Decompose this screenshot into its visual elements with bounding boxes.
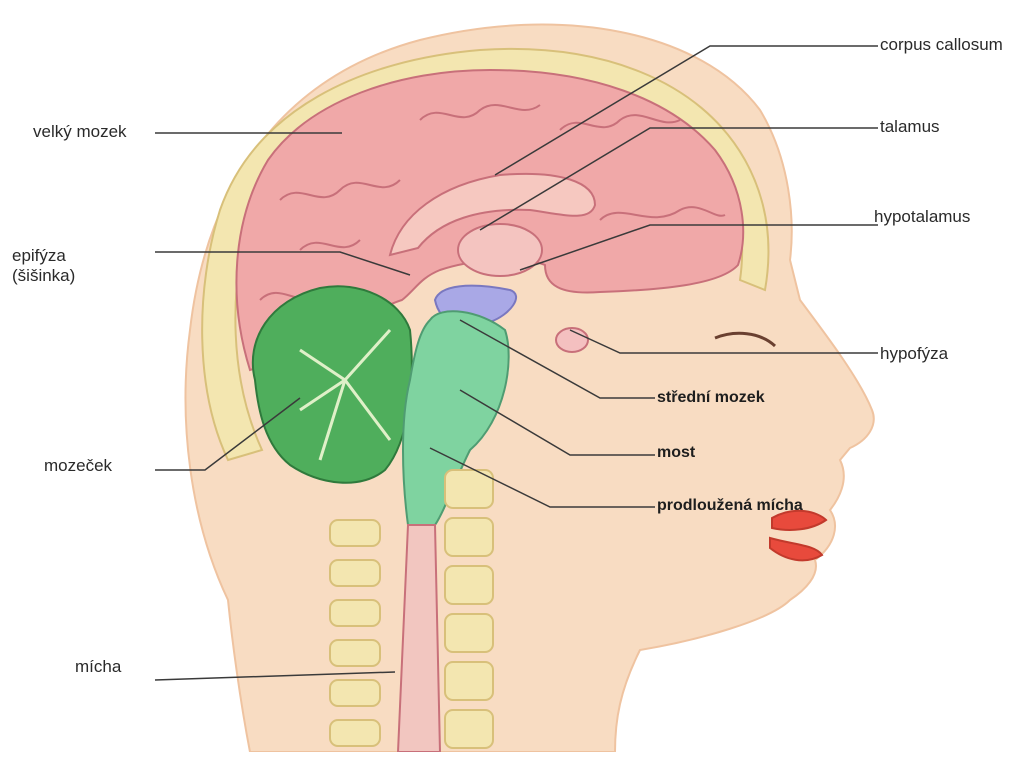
label-corpus-callosum: corpus callosum: [880, 35, 1003, 55]
vertebra: [445, 710, 493, 748]
vertebra-process: [330, 680, 380, 706]
vertebra-process: [330, 600, 380, 626]
thalamus: [458, 224, 542, 276]
vertebra: [445, 662, 493, 700]
label-prodlouzena-micha: prodloužená mícha: [657, 497, 803, 515]
label-most: most: [657, 444, 695, 462]
label-mozecek: mozeček: [44, 456, 112, 476]
label-talamus: talamus: [880, 117, 940, 137]
label-micha: mícha: [75, 657, 121, 677]
label-velky-mozek: velký mozek: [33, 122, 127, 142]
vertebra-process: [330, 720, 380, 746]
vertebra: [445, 566, 493, 604]
label-hypotalamus: hypotalamus: [874, 207, 970, 227]
label-epifyza: epifýza (šišinka): [12, 246, 75, 285]
vertebra: [445, 518, 493, 556]
vertebra-process: [330, 560, 380, 586]
vertebra-process: [330, 520, 380, 546]
vertebra: [445, 614, 493, 652]
label-stredni-mozek: střední mozek: [657, 389, 765, 407]
vertebra-process: [330, 640, 380, 666]
label-hypofyza: hypofýza: [880, 344, 948, 364]
